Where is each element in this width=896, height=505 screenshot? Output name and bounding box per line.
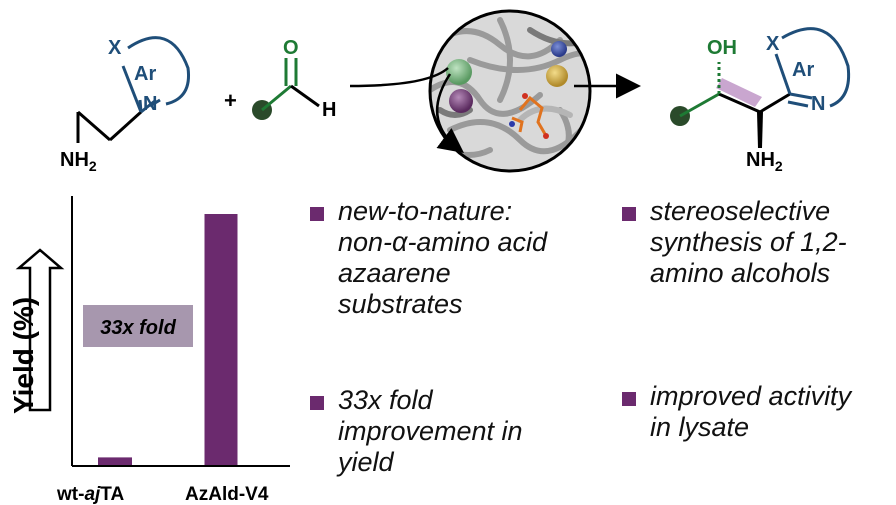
- y-axis-arrow: [15, 248, 65, 412]
- bar-wt-ajta: [98, 457, 132, 465]
- bullet-improved-activity: improved activity in lysate: [622, 381, 851, 443]
- bullet-text: stereoselective synthesis of 1,2- amino …: [650, 196, 847, 288]
- x-atom-label: X: [766, 33, 780, 55]
- reactant-azaarene: X Ar N NH2: [60, 36, 191, 174]
- category-label-wt-ajta: wt-ajTA: [56, 484, 124, 505]
- ar-label: Ar: [792, 59, 814, 81]
- reactant-aldehyde: O H: [252, 37, 336, 121]
- n-atom-label: N: [811, 93, 825, 115]
- fold-annotation-box: [83, 305, 193, 347]
- bullet-square: [622, 207, 636, 221]
- enzyme-structure: [428, 9, 592, 173]
- ar-label: Ar: [134, 63, 156, 85]
- x-atom-label: X: [108, 37, 122, 59]
- bullet-square: [622, 392, 636, 406]
- yield-bar-chart: Yield (%) 33x fold wt-ajTA AzAld-V4: [8, 196, 290, 505]
- bar-azald-v4: [204, 214, 238, 465]
- bullet-text: new-to-nature: non-α-amino acid azaarene…: [338, 196, 547, 319]
- plus-sign: +: [224, 88, 237, 113]
- h-atom-label: H: [322, 99, 336, 121]
- o-atom-label: O: [283, 37, 299, 59]
- bullet-text: improved activity in lysate: [650, 381, 852, 442]
- bullet-text: 33x fold improvement in yield: [338, 385, 523, 477]
- bullet-square: [310, 207, 324, 221]
- amine-label: NH2: [746, 149, 783, 174]
- amine-label: NH2: [60, 149, 97, 174]
- bullet-fold-improvement: 33x fold improvement in yield: [310, 385, 523, 478]
- bullet-stereoselective: stereoselective synthesis of 1,2- amino …: [622, 196, 847, 289]
- product-amino-alcohol: OH X Ar N NH2: [670, 27, 851, 174]
- reaction-arrows: [349, 67, 641, 154]
- category-label-azald-v4: AzAld-V4: [185, 484, 269, 505]
- y-axis-label: Yield (%): [8, 297, 39, 414]
- bullet-new-to-nature: new-to-nature: non-α-amino acid azaarene…: [310, 196, 547, 320]
- oh-label: OH: [707, 37, 737, 59]
- n-atom-label: N: [143, 93, 157, 115]
- bullet-square: [310, 396, 324, 410]
- fold-annotation-text: 33x fold: [100, 317, 176, 339]
